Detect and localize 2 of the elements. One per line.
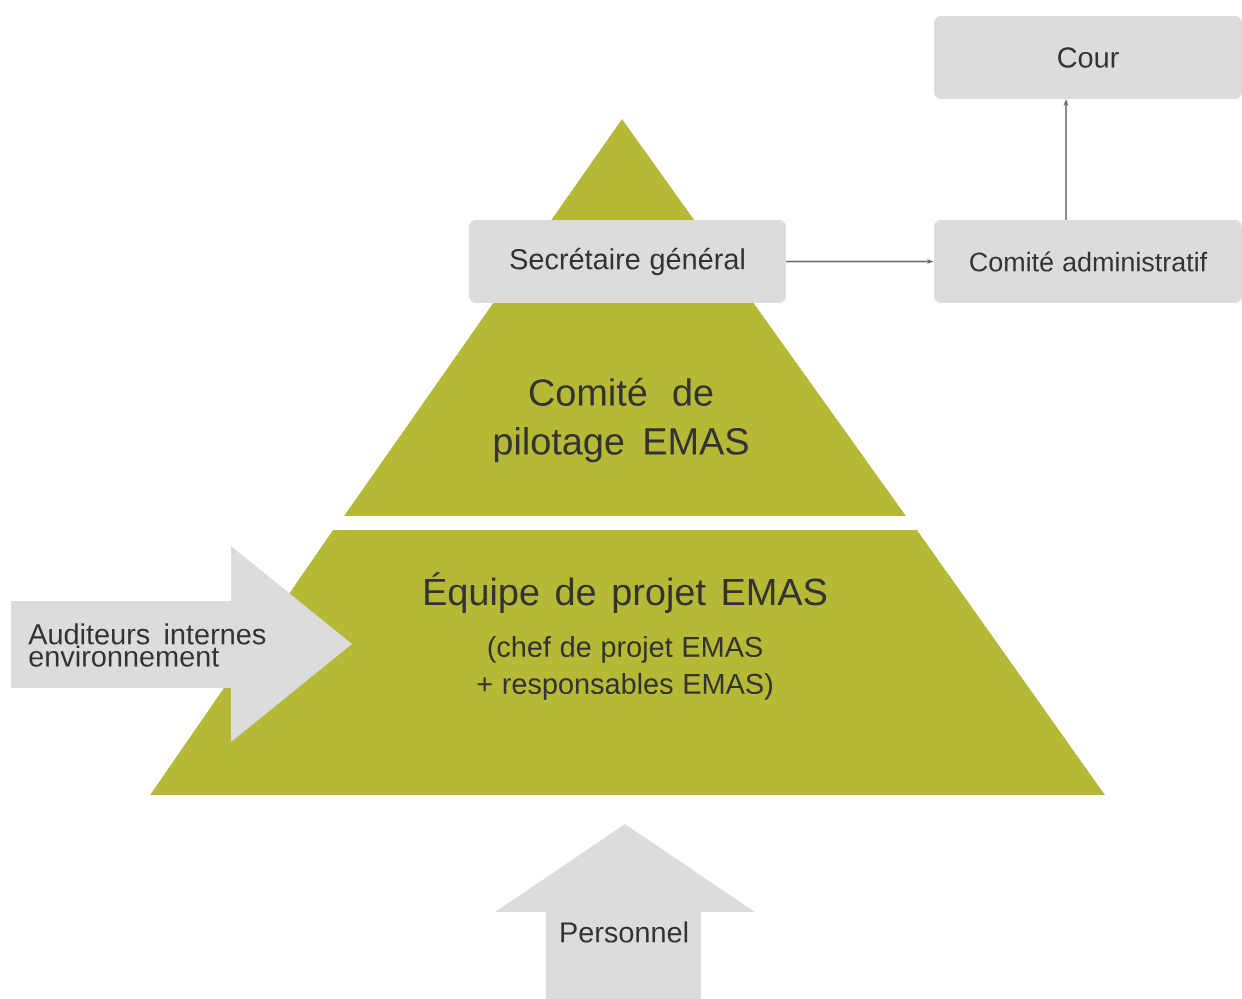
process-box: Cour [934,16,1242,99]
process-box: Comité administratif [934,220,1242,303]
